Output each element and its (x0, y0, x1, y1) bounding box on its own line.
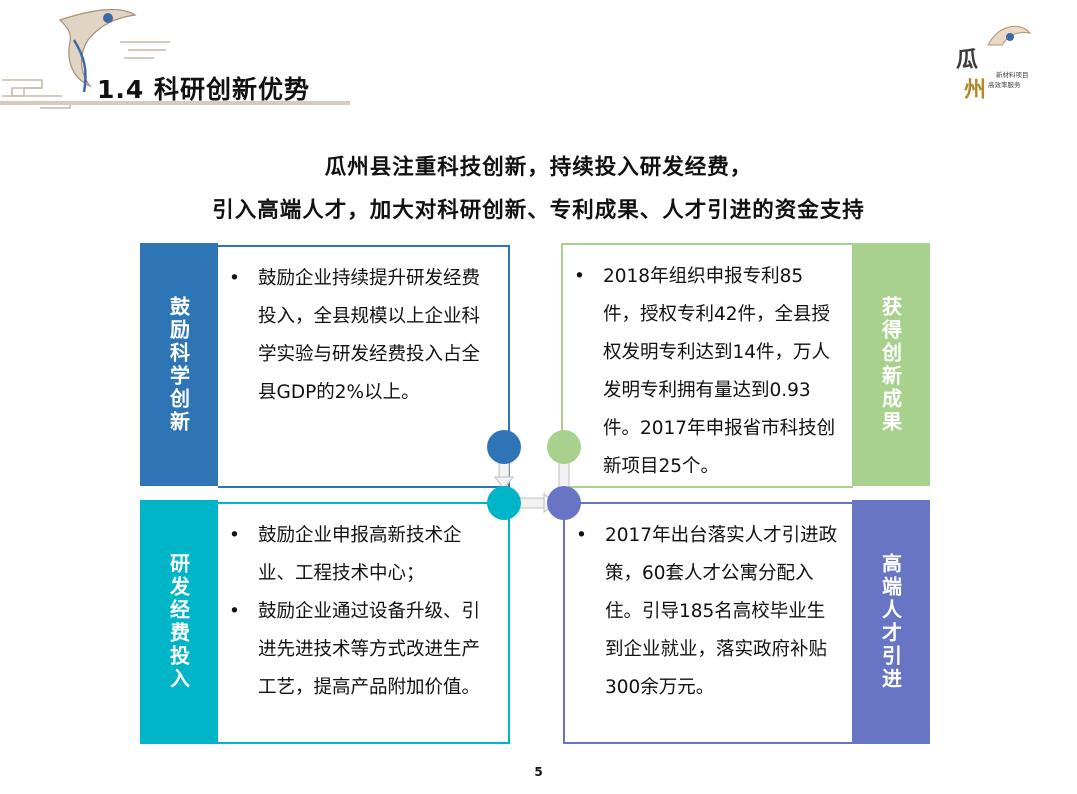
panel-innovation-results: 2018年组织申报专利85件，授权专利42件，全县授权发明专利达到14件，万人发… (561, 243, 853, 488)
circle-purple (547, 486, 581, 520)
svg-text:瓜: 瓜 (956, 47, 978, 73)
svg-text:州: 州 (964, 77, 986, 103)
flying-apsara-ornament (0, 9, 350, 109)
cycle-hub (487, 430, 581, 520)
headline-line-2: 引入高端人才，加大对科研创新、专利成果、人才引进的资金支持 (212, 198, 865, 223)
slide-title: 1.4 科研创新优势 (97, 75, 310, 104)
brand-seal: 瓜 州 (956, 47, 986, 103)
headline-line-1: 瓜州县注重科技创新，持续投入研发经费， (324, 155, 753, 180)
circle-green (547, 430, 581, 464)
panel-encourage-innovation: 鼓励企业持续提升研发经费投入，全县规模以上企业科学实验与研发经费投入占全县GDP… (218, 245, 510, 488)
page-number: 5 (534, 765, 543, 779)
circle-blue (487, 430, 521, 464)
bullet-item: 鼓励企业申报高新技术企业、工程技术中心； (218, 517, 494, 593)
brand-logo: 瓜 州 新材料项目 高效率服务 (956, 25, 1032, 103)
bullet-item: 鼓励企业通过设备升级、引进先进技术等方式改进生产工艺，提高产品附加价值。 (218, 593, 494, 707)
svg-text:高效率服务: 高效率服务 (988, 80, 1021, 89)
panel-talent-recruitment: 2017年出台落实人才引进政策，60套人才公寓分配入住。引导185名高校毕业生到… (563, 502, 853, 744)
tag-innovation-results: 获得创新成果 (852, 243, 930, 486)
circle-teal (487, 486, 521, 520)
panel-rd-investment: 鼓励企业申报高新技术企业、工程技术中心； 鼓励企业通过设备升级、引进先进技术等方… (218, 502, 510, 744)
bullet-item: 2018年组织申报专利85件，授权专利42件，全县授权发明专利达到14件，万人发… (563, 258, 839, 486)
svg-text:新材料项目: 新材料项目 (996, 70, 1029, 79)
bullet-item: 鼓励企业持续提升研发经费投入，全县规模以上企业科学实验与研发经费投入占全县GDP… (218, 260, 490, 412)
tag-rd-investment: 研发经费投入 (140, 500, 218, 744)
tag-encourage-innovation: 鼓励科学创新 (140, 243, 218, 486)
tag-talent-recruitment: 高端人才引进 (852, 500, 930, 744)
apsara-head (103, 13, 113, 23)
bullet-item: 2017年出台落实人才引进政策，60套人才公寓分配入住。引导185名高校毕业生到… (565, 517, 841, 707)
